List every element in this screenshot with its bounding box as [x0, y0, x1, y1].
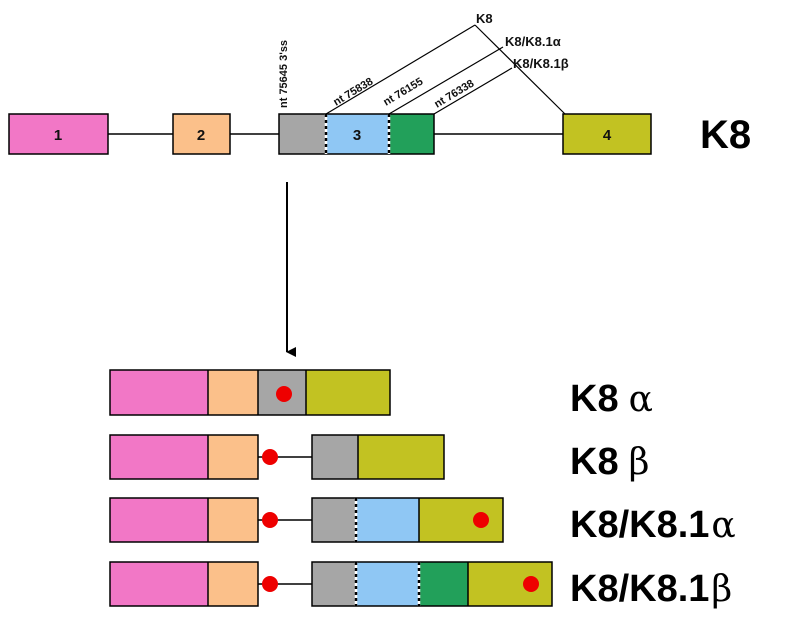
junction-label-k81b: K8/K8.1β	[513, 56, 569, 71]
stop-codon-dot	[523, 576, 539, 592]
exon-3-blue-segment	[326, 114, 389, 154]
stop-codon-dot	[262, 576, 278, 592]
exon-1-segment	[110, 498, 208, 542]
second-block-outline	[311, 561, 553, 607]
exon-1-segment	[110, 435, 208, 479]
gene-label: K8	[700, 113, 751, 157]
junction-label-k8: K8	[476, 11, 493, 26]
nt-76155-label: nt 76155	[381, 76, 425, 109]
gene-structure: 1 2 3 4 nt 75645 3'ss nt 75838 nt 76155 …	[8, 11, 751, 157]
junction-line-k81a	[388, 46, 504, 115]
splice-site-label: nt 75645 3'ss	[278, 40, 290, 108]
nt-76338-label: nt 76338	[432, 78, 476, 111]
stop-codon-dot	[276, 386, 292, 402]
isoform-k81-beta: K8/K8.1β	[109, 561, 732, 610]
nt-75838-label: nt 75838	[331, 76, 375, 109]
junction-label-k81a: K8/K8.1α	[505, 34, 561, 49]
exon-2-segment	[208, 562, 258, 606]
exon-4-segment	[468, 562, 552, 606]
junction-line-k8	[325, 24, 476, 115]
exon-2-segment	[208, 435, 258, 479]
exon-4-segment	[358, 435, 444, 479]
second-block-outline	[311, 434, 445, 480]
isoform-k81-alpha: K8/K8.1α	[109, 497, 736, 546]
exon-4-label: 4	[603, 127, 612, 144]
second-block-outline	[311, 497, 504, 543]
exon-4-segment	[306, 370, 390, 415]
exon-1	[8, 113, 109, 155]
exon-1-segment	[110, 370, 208, 415]
exon-3-green-segment	[419, 562, 468, 606]
exon-3-label: 3	[353, 127, 361, 144]
exon-1-label: 1	[54, 127, 62, 144]
exon-2-label: 2	[197, 127, 205, 144]
exon-4-segment	[419, 498, 503, 542]
exon-2	[172, 113, 231, 155]
stop-codon-dot	[262, 449, 278, 465]
isoform-label: K8/K8.1β	[570, 568, 732, 610]
junction-line-k81b	[433, 67, 513, 115]
exon-3-grey-segment	[312, 498, 356, 542]
exon-3-outline	[278, 113, 435, 155]
exon-2-segment	[208, 370, 258, 415]
isoform-outline	[109, 369, 391, 416]
exon-3-grey-segment	[312, 435, 358, 479]
exon-3-green-segment	[389, 114, 434, 154]
exon-3-blue-segment	[356, 498, 419, 542]
exon-3-grey-segment	[279, 114, 326, 154]
isoform-label: K8/K8.1α	[570, 504, 736, 546]
stop-codon-dot	[262, 512, 278, 528]
junction-line-k8	[474, 24, 566, 115]
exon-4	[562, 113, 652, 155]
exon-3-grey-segment	[312, 562, 356, 606]
exon-3-blue-segment	[356, 562, 419, 606]
exon-1-segment	[110, 562, 208, 606]
exon-2-segment	[208, 498, 258, 542]
stop-codon-dot	[473, 512, 489, 528]
